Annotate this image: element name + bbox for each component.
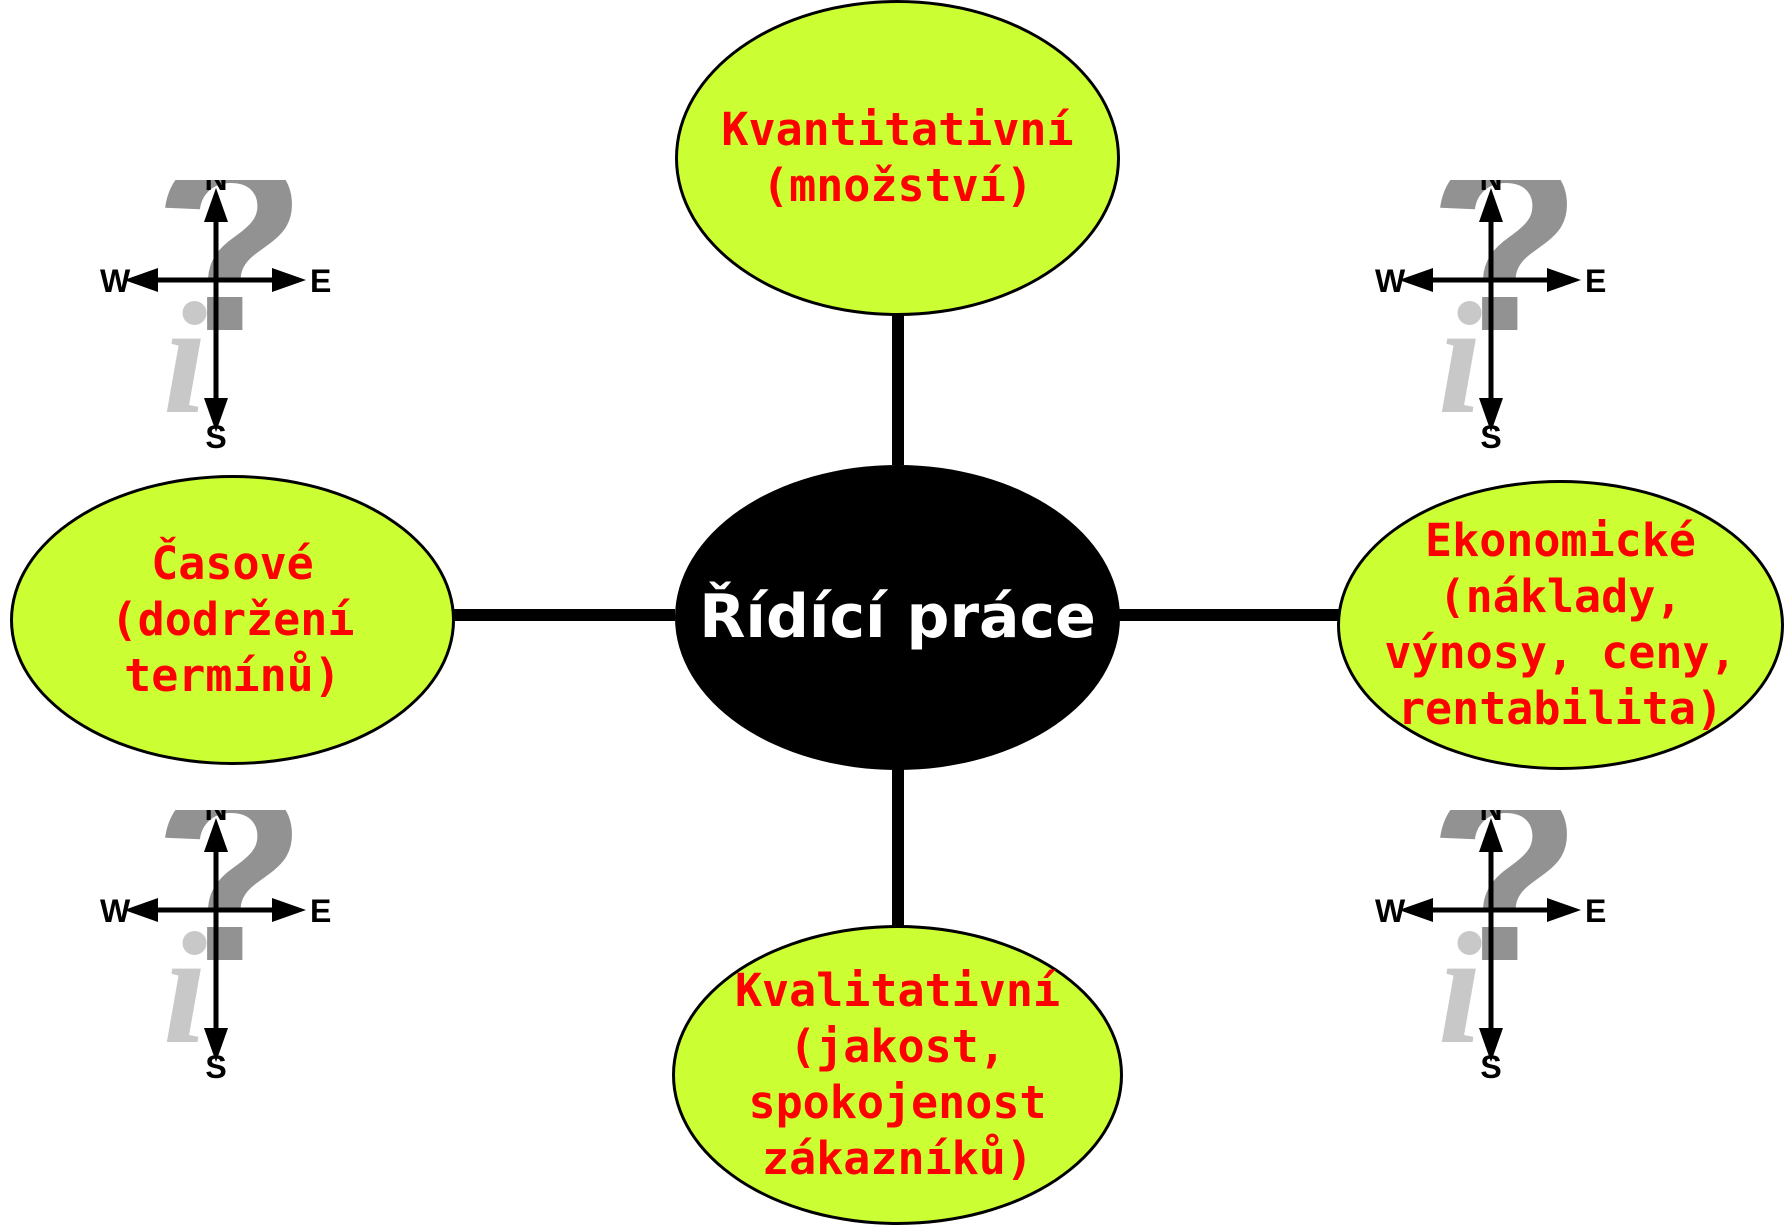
compass-n-label: N (1479, 810, 1502, 827)
compass-question-icon: ? i N S W E (100, 180, 360, 450)
node-quantitative-label: Kvantitativní (množství) (721, 102, 1074, 212)
compass-w-label: W (1375, 263, 1406, 299)
compass-e-label: E (1585, 893, 1606, 929)
node-time-label: Časové (dodržení termínů) (110, 536, 355, 703)
svg-text:i: i (1438, 899, 1482, 1077)
connector-bottom (892, 765, 904, 928)
compass-s-label: S (1480, 1049, 1501, 1080)
compass-e-label: E (1585, 263, 1606, 299)
compass-w-label: W (1375, 893, 1406, 929)
compass-n-label: N (1479, 180, 1502, 197)
compass-question-svg: ? i N S W E (1375, 180, 1606, 450)
node-qualitative: Kvalitativní (jakost, spokojenost zákazn… (672, 925, 1123, 1225)
compass-s-label: S (205, 419, 226, 450)
connector-top (892, 315, 904, 465)
compass-e-label: E (310, 893, 331, 929)
node-center: Řídící práce (675, 465, 1120, 770)
svg-text:i: i (163, 269, 207, 447)
node-economic: Ekonomické (náklady, výnosy, ceny, renta… (1337, 480, 1784, 770)
node-quantitative: Kvantitativní (množství) (675, 0, 1120, 316)
compass-question-svg: ? i N S W E (1375, 810, 1606, 1080)
node-economic-label: Ekonomické (náklady, výnosy, ceny, renta… (1384, 513, 1737, 736)
compass-question-icon: ? i N S W E (100, 810, 360, 1080)
compass-w-label: W (100, 893, 131, 929)
svg-text:i: i (163, 899, 207, 1077)
compass-question-svg: ? i N S W E (100, 810, 331, 1080)
svg-text:i: i (1438, 269, 1482, 447)
compass-question-icon: ? i N S W E (1375, 810, 1635, 1080)
compass-n-label: N (204, 180, 227, 197)
compass-question-icon: ? i N S W E (1375, 180, 1635, 450)
compass-n-label: N (204, 810, 227, 827)
compass-question-svg: ? i N S W E (100, 180, 331, 450)
compass-w-label: W (100, 263, 131, 299)
node-center-label: Řídící práce (699, 582, 1096, 652)
compass-e-label: E (310, 263, 331, 299)
node-qualitative-label: Kvalitativní (jakost, spokojenost zákazn… (734, 963, 1061, 1186)
compass-s-label: S (205, 1049, 226, 1080)
node-time: Časové (dodržení termínů) (10, 475, 455, 765)
connector-right (1117, 609, 1339, 621)
connector-left (453, 609, 675, 621)
compass-s-label: S (1480, 419, 1501, 450)
